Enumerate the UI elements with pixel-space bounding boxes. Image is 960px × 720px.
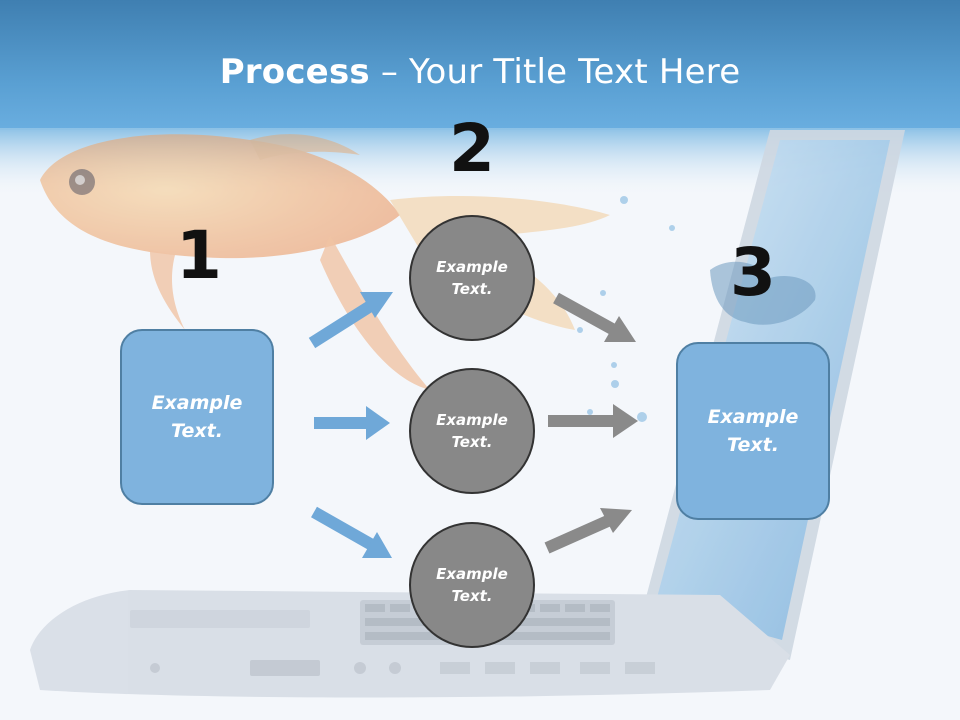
step-1-label: Example Text.	[151, 391, 243, 443]
circle-label: Example Text.	[436, 564, 508, 606]
bubbles	[577, 196, 675, 422]
step-2-circle-middle[interactable]: Example Text.	[409, 368, 535, 494]
step-number-2: 2	[449, 110, 495, 187]
step-3-box[interactable]: Example Text.	[676, 342, 830, 520]
title-bold: Process	[219, 52, 370, 92]
circle-label: Example Text.	[436, 257, 508, 299]
step-3-label: Example Text.	[707, 405, 799, 457]
step-1-box[interactable]: Example Text.	[120, 329, 274, 505]
title-rest: – Your Title Text Here	[369, 52, 741, 92]
step-number-3: 3	[730, 234, 776, 311]
step-2-circle-top[interactable]: Example Text.	[409, 215, 535, 341]
circle-label: Example Text.	[436, 410, 508, 452]
step-2-circle-bottom[interactable]: Example Text.	[409, 522, 535, 648]
step-number-1: 1	[176, 217, 222, 294]
page-title: Process – Your Title Text Here	[0, 52, 960, 92]
